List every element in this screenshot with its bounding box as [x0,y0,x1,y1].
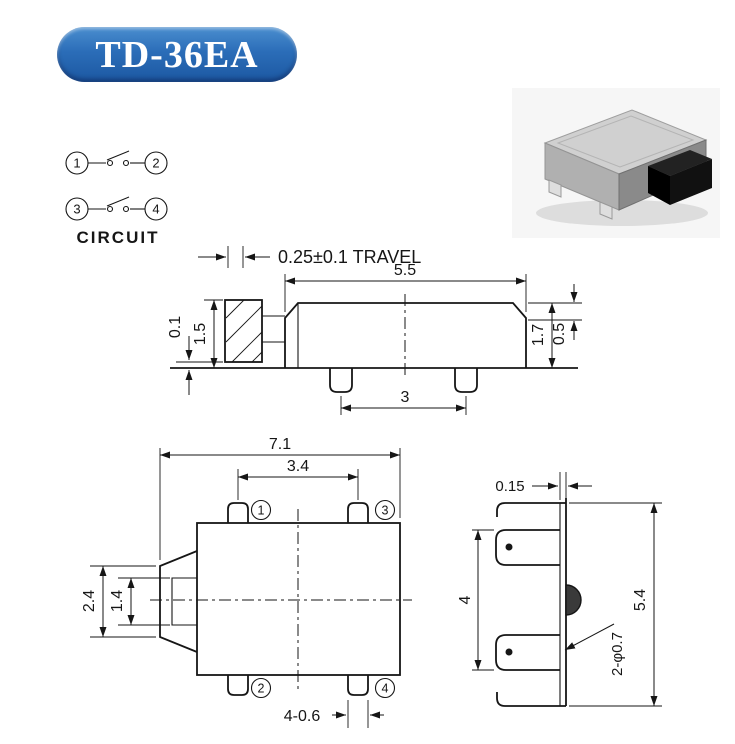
base-gap-dimension: 0.1 [167,316,223,395]
side-actuator [224,299,263,363]
end-bottom-flange [496,692,566,707]
pin-size-dimension: 4-0.6 [284,700,384,728]
button-front-face [648,166,670,205]
terminal-label-1: 1 [73,156,80,171]
leg-span-label: 3 [401,389,410,406]
actuator-width-dimension: 2.4 [81,565,156,638]
end-terminal-upper [495,529,560,566]
width-label: 5.5 [394,262,416,279]
actuator-inner-label: 1.4 [109,590,126,612]
top-step-dimension: 0.5 [528,284,582,345]
actuator-outline-top [159,550,198,653]
button-height-dimension: 1.5 [192,299,223,368]
button-height-label: 1.5 [192,323,209,345]
switch-top-inset [556,115,695,168]
leg-span-dimension: 3 [340,389,467,415]
pin-circle-1 [250,499,272,521]
terminal-tab-3 [347,502,369,523]
pin-circle-3 [374,499,396,521]
terminal-tab-2 [227,675,249,696]
overall-width-label: 7.1 [269,436,291,453]
photo-shadow [536,200,708,226]
pin-label-4: 4 [382,682,389,696]
terminal-tab-1 [227,502,249,523]
leg-left-side [329,368,353,393]
leg-right-side [454,368,478,393]
overall-width-dimension: 7.1 [159,436,401,560]
overall-height-dimension: 5.4 [569,502,662,707]
pin-label-2: 2 [258,682,265,696]
end-top-flange [496,502,566,517]
terminal-hole-upper [505,543,513,551]
terminal-span-label: 4 [457,595,474,604]
travel-label: 0.25±0.1 TRAVEL [278,247,421,267]
holes-dimension: 2-φ0.7 [564,623,626,676]
actuator-inner-dimension: 1.4 [109,577,170,626]
side-view: 0.25±0.1 TRAVEL 5.5 1.5 0.1 [167,246,582,415]
model-badge: TD-36EA [57,27,297,82]
pin-size-label: 4-0.6 [284,708,321,725]
circuit-diagram: 1 2 3 4 CIRCUIT [65,150,168,247]
holes-label: 2-φ0.7 [609,632,626,676]
gap-label: 0.15 [495,478,524,495]
terminal-label-2: 2 [152,156,159,171]
pin-circle-2 [250,677,272,699]
button-right-face [670,159,712,205]
body-height-dimension: 1.7 [528,302,582,368]
actuator-step-top [171,577,197,626]
base-gap-label: 0.1 [167,316,184,338]
terminal-tab-4 [347,675,369,696]
terminal-label-3: 3 [73,202,80,217]
terminal-label-4: 4 [152,202,159,217]
overall-height-label: 5.4 [632,589,649,611]
terminal-span-dimension: 4 [457,529,494,671]
actuator-hatching [225,299,263,363]
actuator-width-label: 2.4 [81,590,98,612]
product-photo [512,88,720,238]
gap-dimension: 0.15 [495,472,592,500]
pin-label-3: 3 [382,504,389,518]
pin-pitch-dimension: 3.4 [237,458,359,500]
switch-leg-side [599,201,613,220]
circuit-caption: CIRCUIT [77,228,160,247]
actuator-dome [565,584,582,616]
top-step-label: 0.5 [551,323,568,345]
width-dimension-5-5: 5.5 [284,262,527,312]
pin-label-1: 1 [258,504,265,518]
switch-symbol [88,150,145,213]
model-number: TD-36EA [95,33,259,76]
travel-dimension: 0.25±0.1 TRAVEL [198,246,421,268]
top-view: 1 3 2 4 7.1 3.4 2.4 [81,436,412,728]
switch-leg-front [548,179,562,198]
pin-pitch-label: 3.4 [287,458,309,475]
terminal-hole-lower [505,648,513,656]
end-view: 0.15 4 5.4 2-φ0.7 [457,472,662,707]
pin-circle-4 [374,677,396,699]
button-top-face [648,150,712,176]
end-terminal-lower [495,634,560,671]
body-height-label: 1.7 [530,324,547,346]
